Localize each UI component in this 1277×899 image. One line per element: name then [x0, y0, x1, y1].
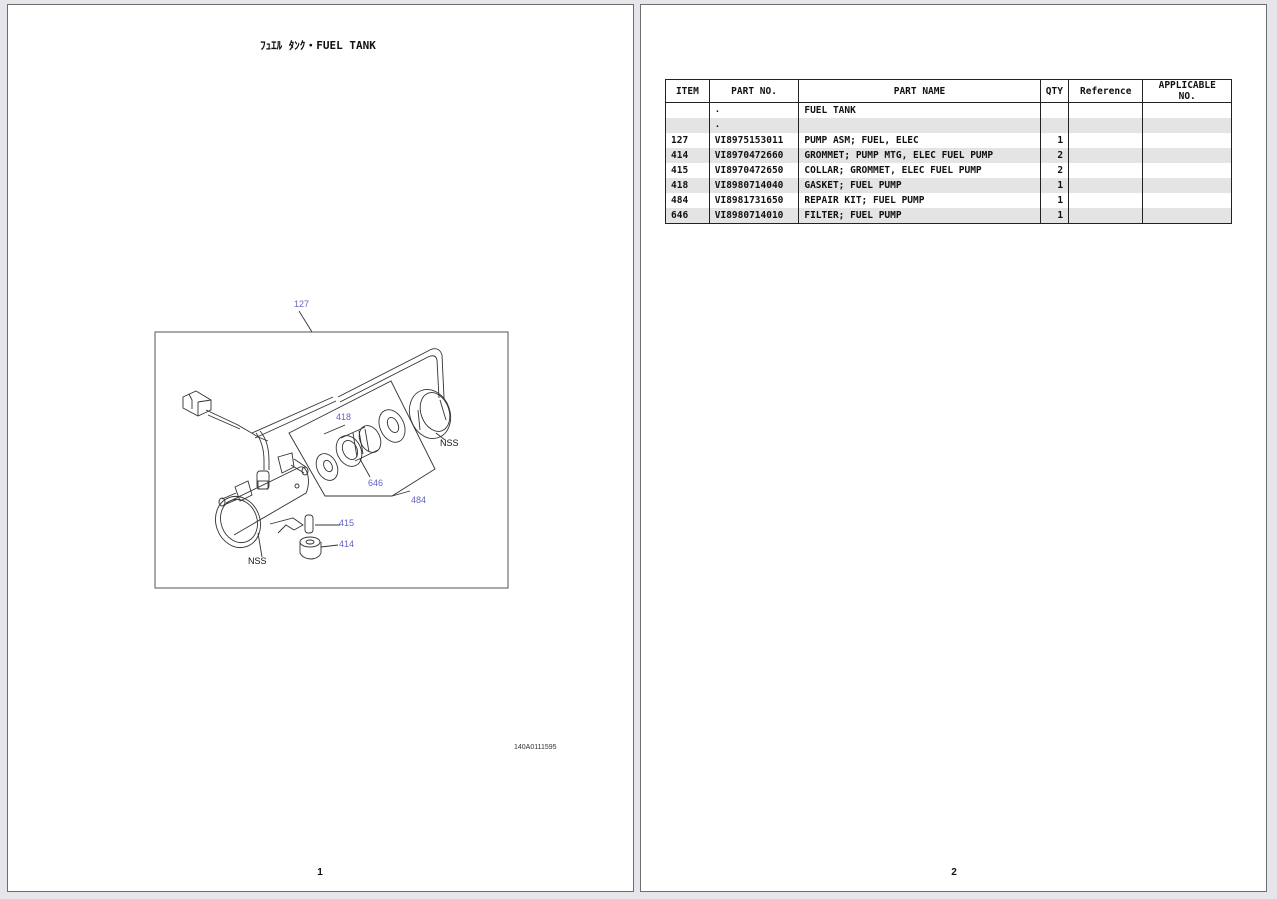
page-number: 1: [317, 867, 323, 878]
cell-applicable: [1142, 102, 1232, 118]
table-row: 646 VI8980714010 FILTER; FUEL PUMP 1: [665, 208, 1232, 224]
cell-part-name: COLLAR; GROMMET, ELEC FUEL PUMP: [798, 163, 1041, 178]
parts-table: ITEM PART NO. PART NAME QTY Reference AP…: [665, 79, 1232, 224]
cell-part-name: PUMP ASM; FUEL, ELEC: [798, 133, 1041, 148]
table-row: 415 VI8970472650 COLLAR; GROMMET, ELEC F…: [665, 163, 1232, 178]
cell-reference: [1068, 163, 1144, 178]
cell-part-no: VI8980714040: [708, 178, 800, 193]
callout-415[interactable]: 415: [339, 518, 354, 528]
table-row: 414 VI8970472660 GROMMET; PUMP MTG, ELEC…: [665, 148, 1232, 163]
cell-reference: [1068, 118, 1144, 133]
cell-item: [665, 118, 710, 133]
cell-item: 414: [665, 148, 710, 163]
table-row: .: [665, 118, 1232, 133]
cell-applicable: [1142, 118, 1232, 133]
cell-qty: 2: [1039, 148, 1070, 163]
cell-part-no: VI8980714010: [708, 208, 800, 224]
callout-418[interactable]: 418: [336, 412, 351, 422]
cell-part-no: VI8975153011: [708, 133, 800, 148]
cell-part-name: GASKET; FUEL PUMP: [798, 178, 1041, 193]
header-part-name: PART NAME: [798, 79, 1041, 103]
cell-applicable: [1142, 148, 1232, 163]
cell-qty: 2: [1039, 163, 1070, 178]
cell-part-no: .: [708, 118, 800, 133]
cell-reference: [1068, 208, 1144, 224]
cell-item: 127: [665, 133, 710, 148]
header-item: ITEM: [665, 79, 710, 103]
table-row: 127 VI8975153011 PUMP ASM; FUEL, ELEC 1: [665, 133, 1232, 148]
nss-label-right: NSS: [440, 438, 459, 448]
page-number: 2: [951, 867, 957, 878]
cell-part-no: VI8970472660: [708, 148, 800, 163]
cell-qty: [1039, 118, 1070, 133]
drawing-id: 140A0111595: [514, 744, 557, 751]
callout-484[interactable]: 484: [411, 495, 426, 505]
cell-applicable: [1142, 178, 1232, 193]
nss-label-left: NSS: [248, 556, 267, 566]
cell-reference: [1068, 178, 1144, 193]
cell-reference: [1068, 102, 1144, 118]
pump-assembly-drawing: [182, 310, 452, 560]
table-header-row: ITEM PART NO. PART NAME QTY Reference AP…: [665, 79, 1232, 103]
header-reference: Reference: [1068, 79, 1144, 103]
callout-646[interactable]: 646: [368, 478, 383, 488]
cell-part-name: FILTER; FUEL PUMP: [798, 208, 1041, 224]
cell-part-no: VI8981731650: [708, 193, 800, 208]
cell-qty: 1: [1039, 178, 1070, 193]
page-1: ﾌｭｴﾙ ﾀﾝｸ・FUEL TANK: [7, 4, 634, 892]
header-part-no: PART NO.: [708, 79, 800, 103]
cell-part-no: VI8970472650: [708, 163, 800, 178]
cell-applicable: [1142, 208, 1232, 224]
cell-qty: 1: [1039, 208, 1070, 224]
cell-item: 484: [665, 193, 710, 208]
cell-part-name: REPAIR KIT; FUEL PUMP: [798, 193, 1041, 208]
cell-reference: [1068, 193, 1144, 208]
table-row: 418 VI8980714040 GASKET; FUEL PUMP 1: [665, 178, 1232, 193]
table-row: . FUEL TANK: [665, 102, 1232, 118]
cell-item: 418: [665, 178, 710, 193]
cell-part-name: FUEL TANK: [798, 102, 1041, 118]
cell-qty: [1039, 102, 1070, 118]
cell-item: 415: [665, 163, 710, 178]
cell-reference: [1068, 133, 1144, 148]
cell-part-name: GROMMET; PUMP MTG, ELEC FUEL PUMP: [798, 148, 1041, 163]
cell-applicable: [1142, 163, 1232, 178]
cell-qty: 1: [1039, 133, 1070, 148]
diagram-frame: [154, 331, 509, 589]
exploded-parts-diagram: 127 418 646 484 415 414 NSS NSS: [154, 299, 509, 589]
cell-reference: [1068, 148, 1144, 163]
callout-127[interactable]: 127: [294, 299, 309, 309]
callout-414[interactable]: 414: [339, 539, 354, 549]
cell-part-no: .: [708, 102, 800, 118]
page-2: ITEM PART NO. PART NAME QTY Reference AP…: [640, 4, 1267, 892]
cell-item: 646: [665, 208, 710, 224]
table-row: 484 VI8981731650 REPAIR KIT; FUEL PUMP 1: [665, 193, 1232, 208]
cell-qty: 1: [1039, 193, 1070, 208]
header-applicable-no: APPLICABLE NO.: [1142, 79, 1232, 103]
page-title: ﾌｭｴﾙ ﾀﾝｸ・FUEL TANK: [260, 39, 376, 52]
header-qty: QTY: [1039, 79, 1070, 103]
cell-applicable: [1142, 133, 1232, 148]
cell-applicable: [1142, 193, 1232, 208]
cell-item: [665, 102, 710, 118]
cell-part-name: [798, 118, 1041, 133]
